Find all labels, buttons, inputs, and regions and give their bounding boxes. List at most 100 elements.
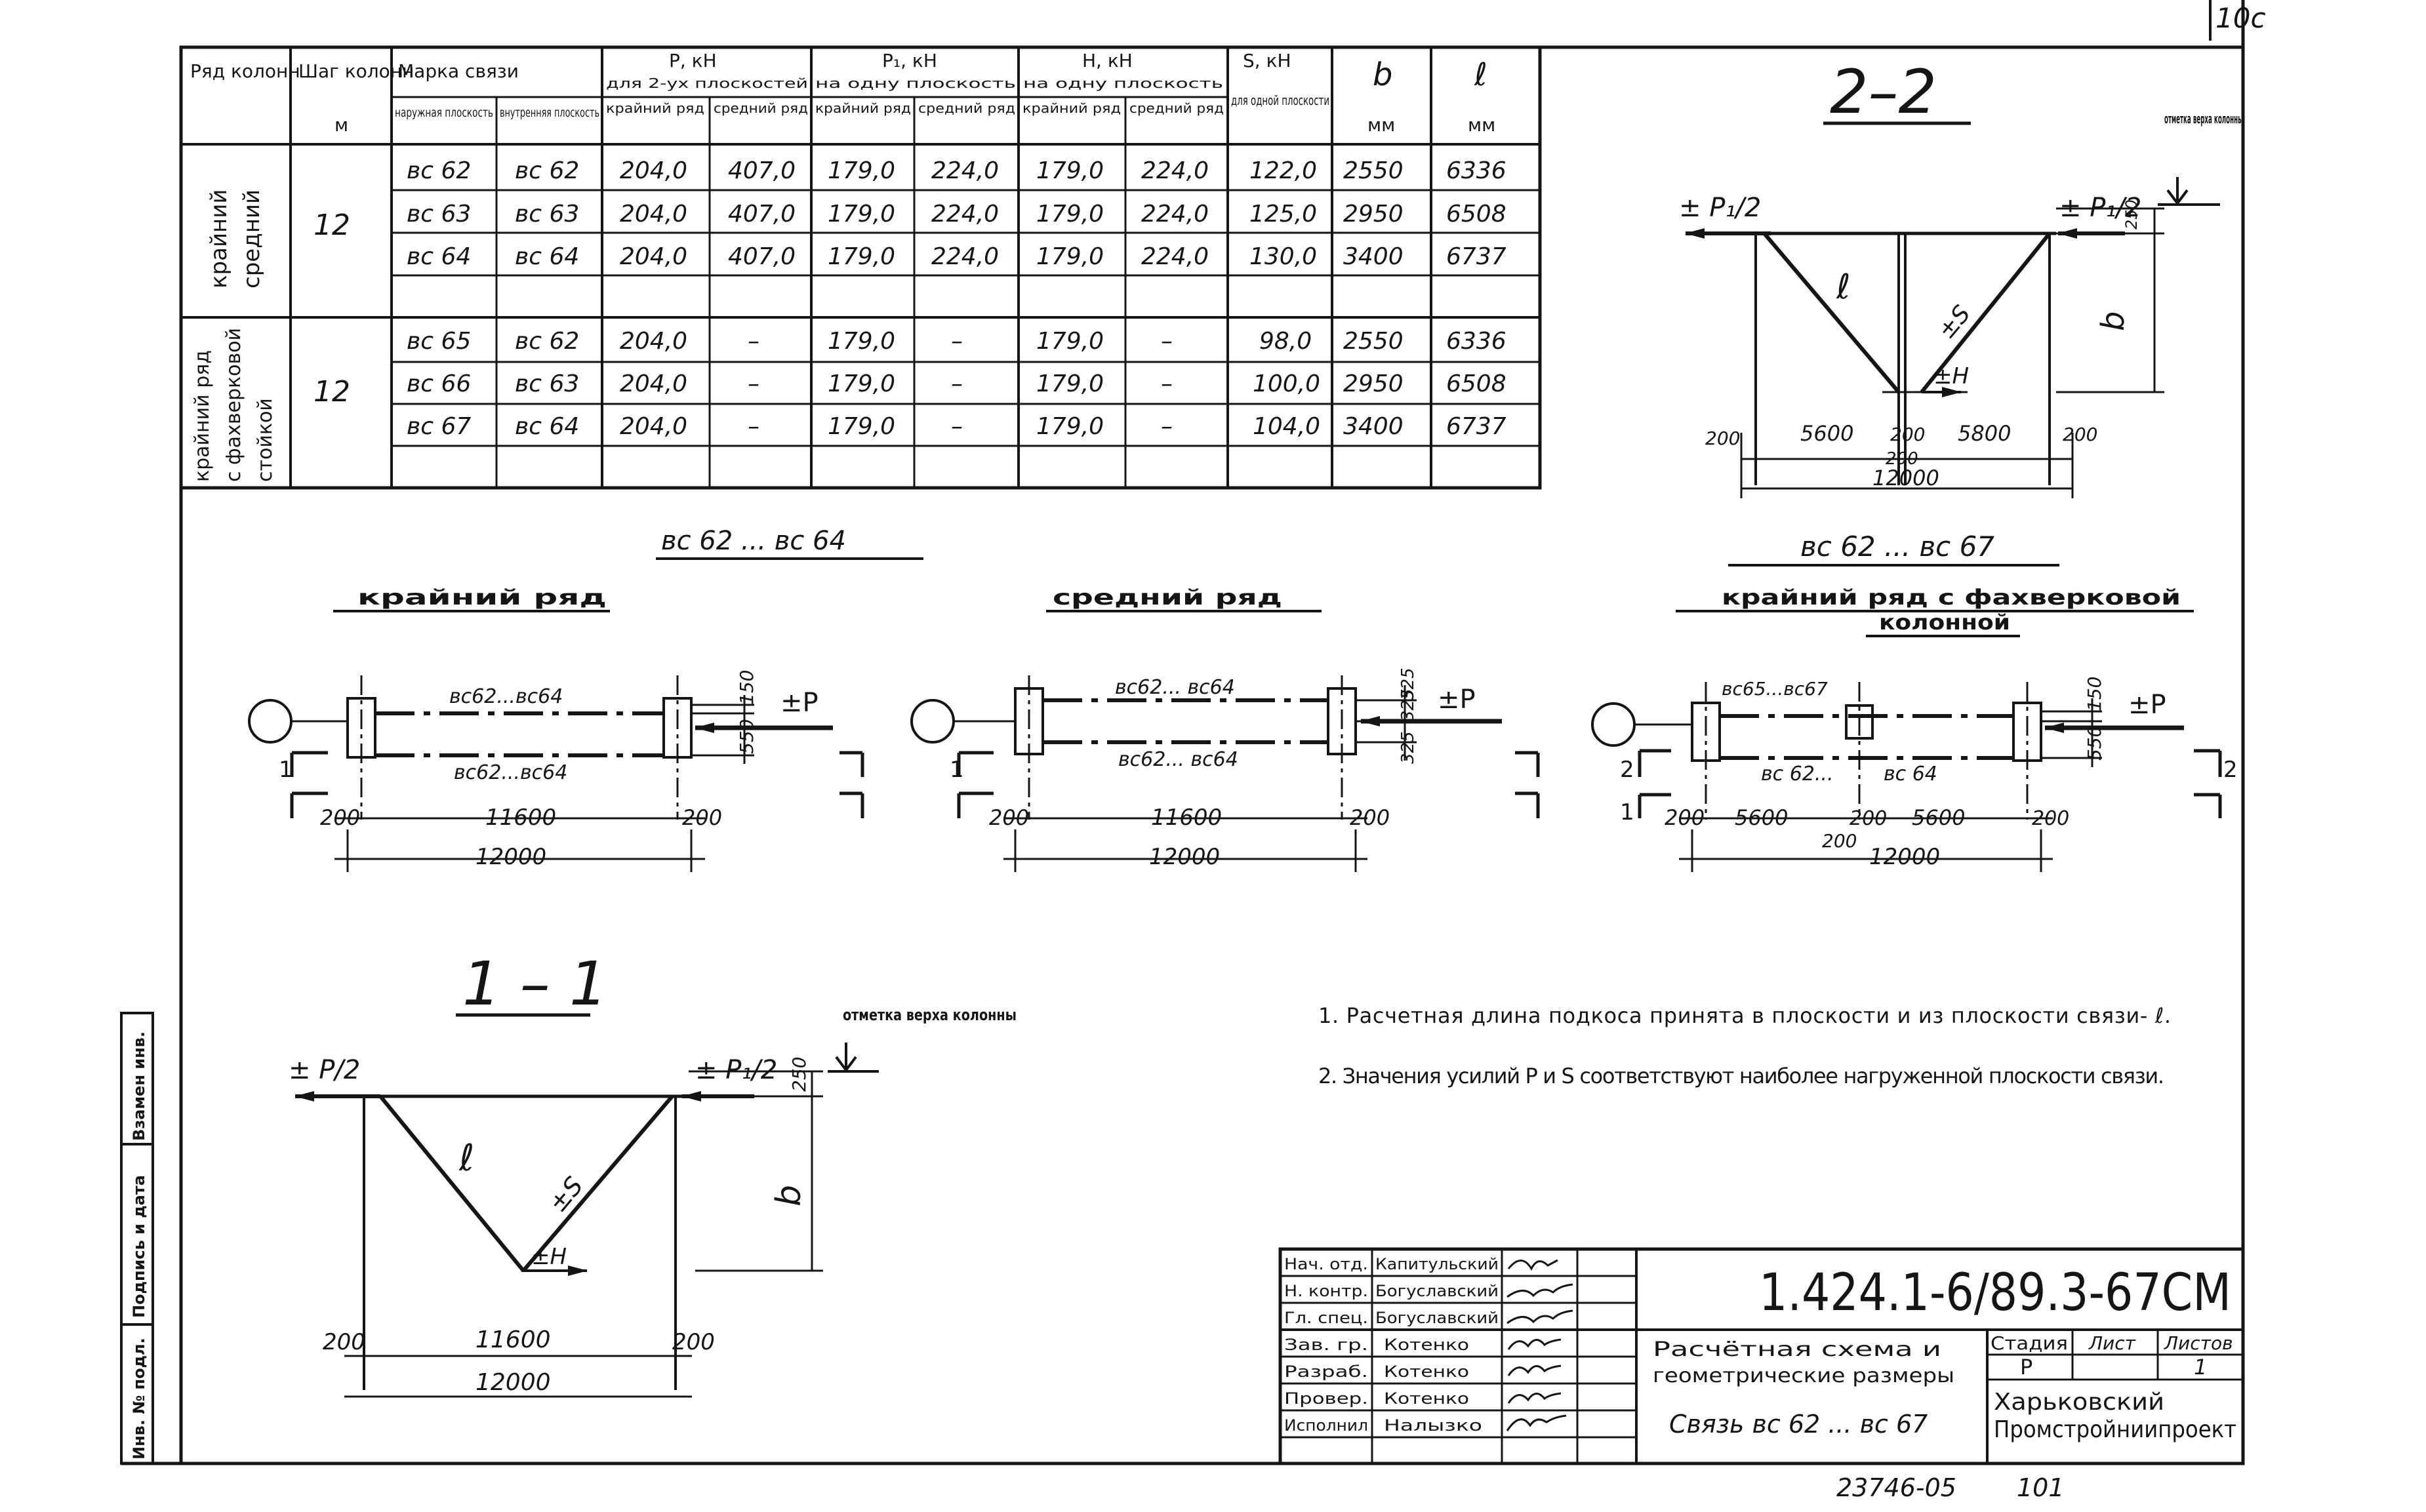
- table-cell: вс 63: [515, 201, 579, 228]
- side-stamp-signature: Подпись и дата: [130, 1175, 148, 1318]
- stamp-role: Гл. спец.: [1284, 1309, 1368, 1327]
- header-P-edge: крайний ряд: [606, 100, 704, 116]
- table-cell: 3400: [1343, 413, 1404, 440]
- table-cell: вс 67: [407, 413, 471, 440]
- header-step-unit: м: [334, 114, 348, 136]
- table-cell: 179,0: [1036, 157, 1104, 184]
- table-row: вс 66 вс 63 204,0 – 179,0 – 179,0 – 100,…: [407, 370, 1506, 397]
- section-2-2-title: 2–2: [1830, 57, 1937, 127]
- plan-edge-load: ±P: [780, 688, 819, 718]
- table-cell: 6737: [1446, 413, 1506, 440]
- plan-edge-dim-550: 550: [736, 719, 758, 754]
- stamp-name: Богуславский: [1375, 1309, 1499, 1327]
- table-cell: вс 63: [407, 201, 471, 228]
- stamp-org-line1: Харьковский: [1994, 1389, 2164, 1416]
- table-cell: 179,0: [1036, 201, 1104, 228]
- plan-fachwerk-section-mark-right: 2: [2223, 757, 2238, 783]
- table-row-groups: крайний средний 12 крайний ряд с фахверк…: [191, 189, 350, 482]
- section-2-2-dim-200c: 200: [2063, 424, 2097, 445]
- archive-page: 101: [2017, 1473, 2065, 1502]
- table-cell: –: [1161, 413, 1173, 440]
- section-1-1-dim-11600: 11600: [475, 1326, 551, 1353]
- table-cell: вс 62: [407, 157, 471, 184]
- plan-middle-brace-bottom: вс62... вс64: [1118, 748, 1238, 771]
- table-body-group1: вс 62 вс 62 204,0 407,0 179,0 224,0 179,…: [407, 157, 1506, 270]
- section-1-1-label-H: ±H: [531, 1244, 567, 1270]
- plan-middle-dim-325a: 325: [1398, 667, 1418, 700]
- group1-step: 12: [313, 209, 350, 242]
- plan-fachwerk-brace-bottom-a: вс 62...: [1761, 763, 1834, 786]
- table-cell: 2950: [1343, 201, 1404, 228]
- plan-fachwerk-dim-200d: 200: [1822, 830, 1857, 852]
- section-2-2-label-b: b: [2095, 311, 2132, 331]
- section-2-2-dim-250: 250: [2122, 199, 2141, 229]
- stamp-title-line2: геометрические размеры: [1653, 1364, 1954, 1387]
- plan-fachwerk-load: ±P: [2128, 690, 2166, 720]
- plan-fachwerk-dim-200b: 200: [1850, 807, 1887, 830]
- table-cell: 2550: [1343, 157, 1404, 184]
- table-cell: вс 62: [515, 328, 579, 355]
- stamp-name: Богуславский: [1375, 1282, 1499, 1300]
- header-H-edge: крайний ряд: [1022, 100, 1121, 116]
- table-cell: 224,0: [931, 201, 999, 228]
- table-row: вс 63 вс 63 204,0 407,0 179,0 224,0 179,…: [407, 201, 1506, 228]
- section-1-1-label-S: ±S: [543, 1171, 589, 1218]
- plan-fachwerk-section-mark-1: 1: [1620, 799, 1634, 826]
- table-cell: 125,0: [1249, 201, 1317, 228]
- table-cell: 122,0: [1249, 157, 1317, 184]
- plan-fachwerk-dim-200a: 200: [1665, 805, 1705, 830]
- plan-middle-load: ±P: [1438, 685, 1476, 715]
- table-cell: 179,0: [1036, 370, 1104, 397]
- header-P1: P₁, кН: [882, 50, 937, 71]
- header-l: ℓ: [1474, 56, 1487, 93]
- table-cell: 3400: [1343, 243, 1404, 270]
- plan-edge-brace-bottom: вс62...вс64: [454, 761, 567, 784]
- header-b-unit: мм: [1367, 114, 1395, 136]
- header-H: H, кН: [1082, 50, 1133, 71]
- section-2-2: 2–2 отметка верха колонны ±: [1679, 57, 2243, 498]
- table-cell: 179,0: [828, 370, 895, 397]
- table-cell: 179,0: [828, 157, 895, 184]
- table-cell: 100,0: [1253, 370, 1320, 397]
- stamp-sheets-label: Листов: [2164, 1332, 2233, 1354]
- table-cell: 224,0: [931, 243, 999, 270]
- table-cell: 179,0: [828, 328, 895, 355]
- title-block-roles: Нач. отд. Н. контр. Гл. спец. Зав. гр. Р…: [1284, 1255, 1368, 1435]
- table-row: вс 67 вс 64 204,0 – 179,0 – 179,0 – 104,…: [407, 413, 1506, 440]
- stamp-sheets-value: 1: [2194, 1355, 2207, 1380]
- table-cell: 130,0: [1249, 243, 1317, 270]
- title-block: [1278, 1247, 2245, 1465]
- plan-fachwerk-dim-200c: 200: [2032, 807, 2069, 830]
- header-brand-outer: наружная плоскость: [395, 106, 493, 120]
- group2-label-c: стойкой: [254, 398, 277, 482]
- document-code: 1.424.1-6/89.3-67СМ: [1759, 1263, 2231, 1323]
- table-row: вс 62 вс 62 204,0 407,0 179,0 224,0 179,…: [407, 157, 1506, 184]
- plan-edge-dim-11600: 11600: [485, 805, 556, 831]
- section-1-1-label-b: b: [769, 1185, 809, 1206]
- plan-edge-dim-200a: 200: [320, 805, 360, 830]
- plan-middle-section-mark: 1: [950, 757, 964, 783]
- stamp-name: Котенко: [1384, 1389, 1469, 1408]
- table-cell: 204,0: [620, 413, 687, 440]
- stamp-name: Капитульский: [1375, 1255, 1499, 1273]
- section-1-1-dim-200a: 200: [323, 1329, 365, 1355]
- group-heading-right: вс 62 ... вс 67: [1800, 530, 1994, 563]
- table-cell: –: [1161, 328, 1173, 355]
- table-cell: 407,0: [728, 157, 796, 184]
- notes: 1. Расчетная длина подкоса принята в пло…: [1318, 1003, 2171, 1088]
- table-cell: 224,0: [1141, 201, 1209, 228]
- section-2-2-mark-top: отметка верха колонны: [2164, 111, 2243, 127]
- section-2-2-dim-12000: 12000: [1872, 466, 1939, 490]
- header-step: Шаг колонн: [298, 60, 414, 82]
- table-cell: вс 64: [515, 413, 579, 440]
- table-cell: 204,0: [620, 243, 687, 270]
- table-cell: –: [951, 328, 963, 355]
- side-stamp-replace: Взамен инв.: [130, 1031, 148, 1141]
- table-cell: 6508: [1446, 370, 1506, 397]
- section-1-1-dim-200b: 200: [672, 1329, 715, 1355]
- table-cell: 204,0: [620, 328, 687, 355]
- stamp-name: Котенко: [1384, 1336, 1469, 1354]
- group1-label-b: средний: [239, 189, 265, 288]
- plan-middle-title: средний ряд: [1053, 585, 1282, 610]
